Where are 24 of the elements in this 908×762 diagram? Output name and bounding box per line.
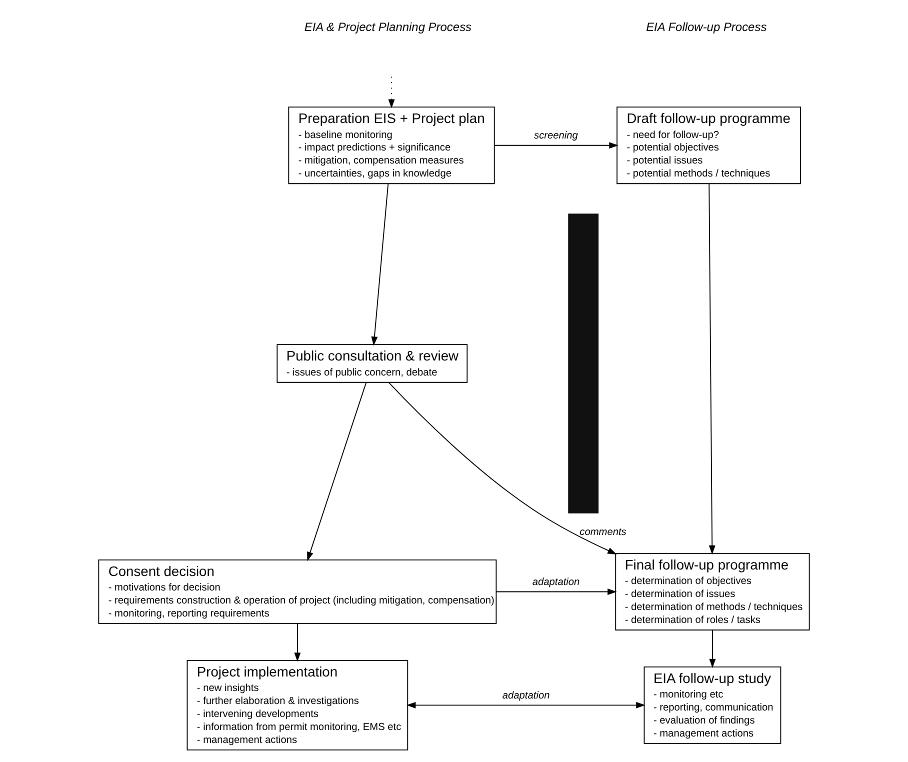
node-box: Consent decision - motivations for decision - requirements construction & operation of project (including mitigation, compensation) - monitoring, reporting requirements xyxy=(98,559,497,624)
arrow xyxy=(708,183,716,555)
edge-label: adaptation xyxy=(502,690,550,702)
node-box: Public consultation & review - issues of public concern, debate xyxy=(276,344,468,383)
label: EIA & Project Planning Process xyxy=(304,20,472,34)
label: EIA Follow-up Process xyxy=(646,20,767,34)
edge-label: adaptation xyxy=(532,577,580,588)
arrow xyxy=(709,630,716,668)
arrow xyxy=(406,702,646,708)
node-box: EIA follow-up study - monitoring etc - reporting, communication - evaluation of findings - management actions xyxy=(644,666,782,744)
node-box: Final follow-up programme - determination of objectives - determination of issues - determination of methods / techniques - determination of roles / tasks xyxy=(615,553,810,630)
edge-label: comments xyxy=(580,526,626,538)
node-box: Preparation EIS + Project plan - baseline monitoring - impact predictions + significance - mitigation, compensation measures - uncertainties, gaps in knowledge xyxy=(288,106,495,184)
arrow xyxy=(494,142,618,149)
arrow xyxy=(307,382,367,562)
arrow xyxy=(496,588,617,595)
node-box: Project implementation - new insights - further elaboration & investigations - intervening developments - information from permit monitoring, EMS etc - management actions xyxy=(186,660,408,750)
arrow xyxy=(294,623,301,662)
arrow xyxy=(388,76,395,108)
node-bar xyxy=(568,214,599,514)
arrow xyxy=(388,382,617,554)
edge-label: screening xyxy=(534,130,578,142)
arrow xyxy=(371,183,389,346)
node-box: Draft follow-up programme - need for follow-up? - potential objectives - potential issues - potential methods / techniques xyxy=(616,106,801,184)
